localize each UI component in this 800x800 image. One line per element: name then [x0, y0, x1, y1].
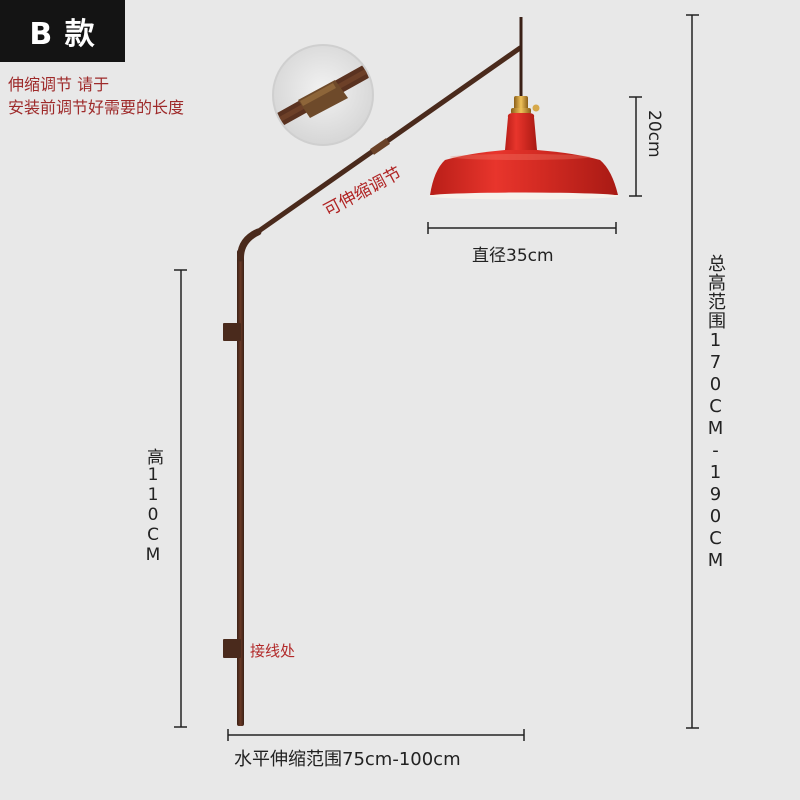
adjust-note-line2: 安装前调节好需要的长度 — [8, 98, 185, 117]
wiring-point-label: 接线处 — [250, 642, 296, 660]
joint-detail-inset — [272, 44, 374, 146]
variant-badge: B 款 — [0, 0, 125, 62]
horizontal-range-label: 水平伸缩范围75cm-100cm — [234, 749, 461, 770]
wall-bracket-upper — [223, 323, 241, 341]
shade-height-label: 20cm — [644, 110, 664, 158]
lamp-rod — [223, 17, 523, 726]
diameter-label: 直径35cm — [472, 246, 554, 266]
dimension-lines — [174, 14, 699, 741]
pole-height-label: 高110CM — [143, 448, 163, 565]
adjust-note-line1: 伸缩调节 请于 — [8, 75, 110, 94]
red-shade — [429, 96, 619, 200]
total-height-label: 总高范围170CM-190CM — [705, 254, 726, 572]
wall-bracket-lower — [223, 639, 241, 658]
